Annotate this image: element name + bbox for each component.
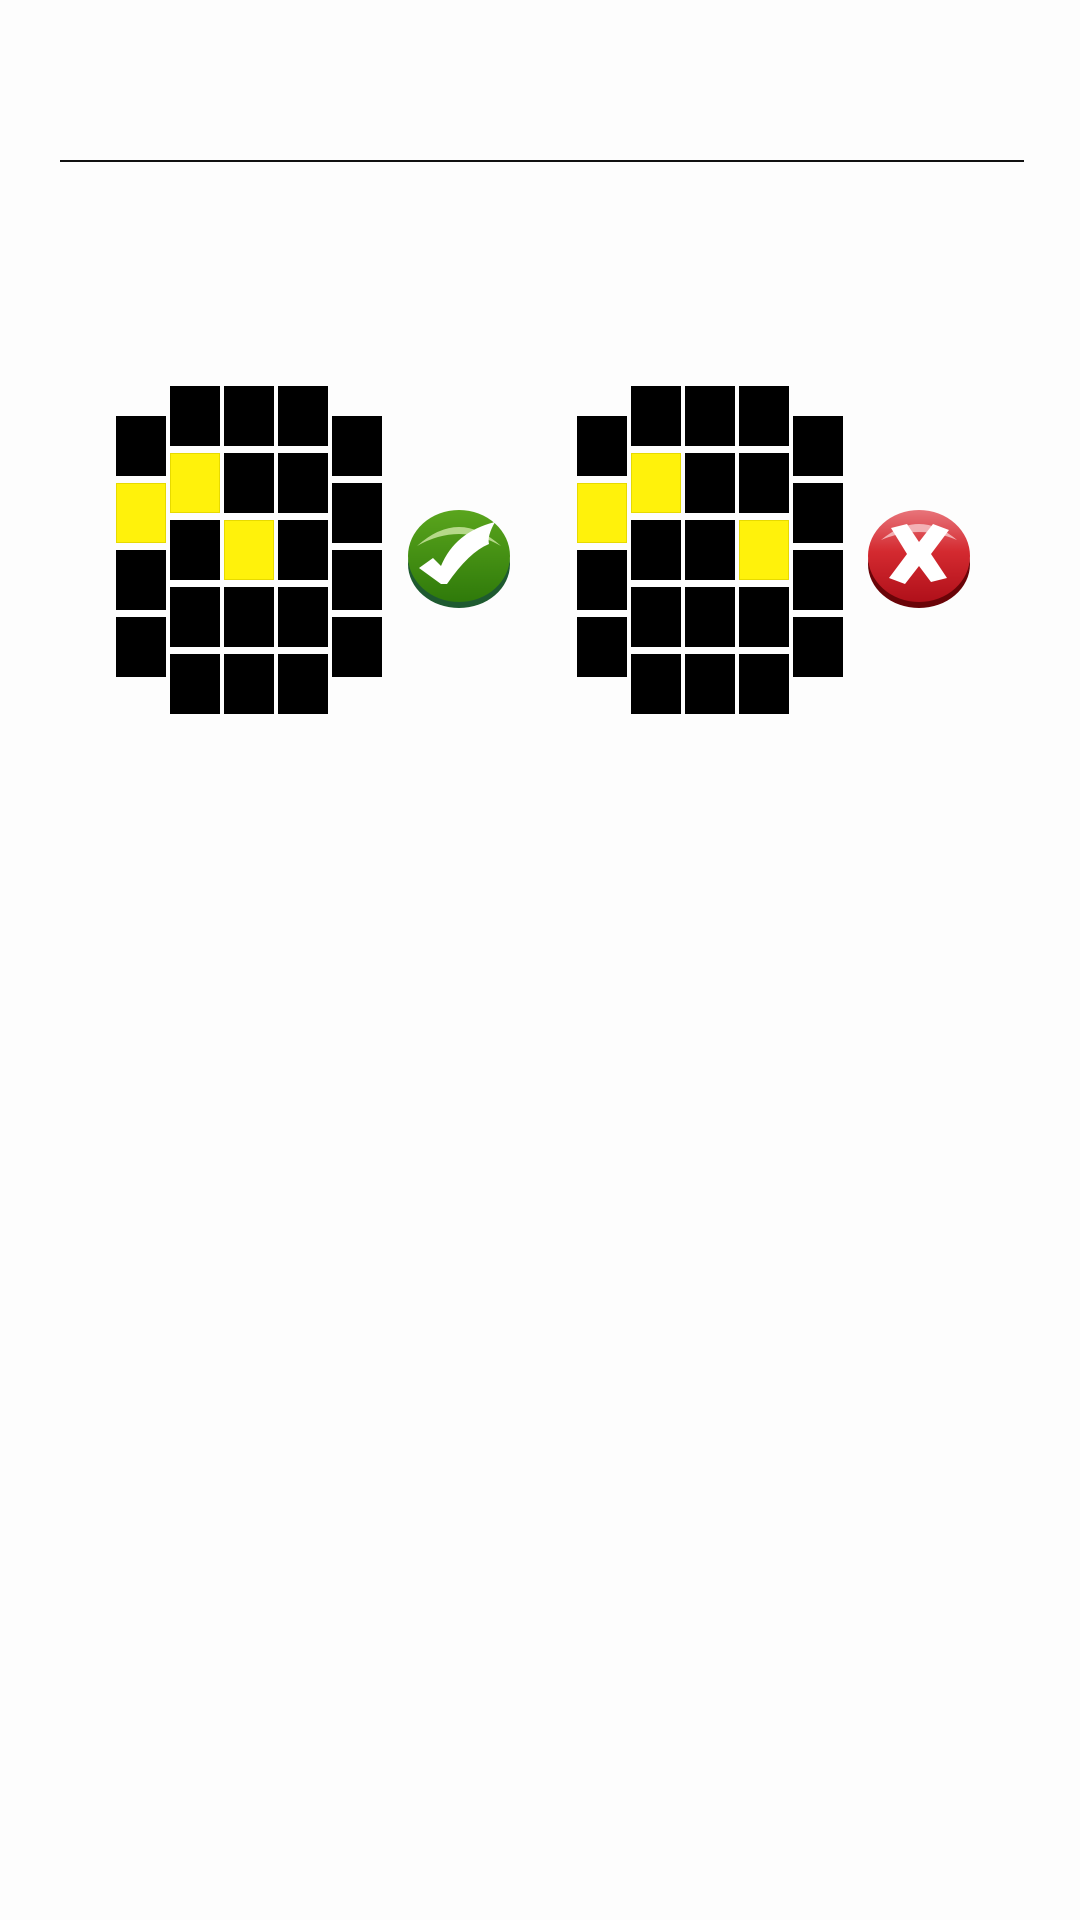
grid-cell [278, 587, 328, 647]
grid-cell [631, 654, 681, 714]
grid-cell [577, 550, 627, 610]
grid-cell [631, 386, 681, 446]
grid-cell [116, 416, 166, 476]
grid-cell [224, 386, 274, 446]
grid-cell [739, 386, 789, 446]
pattern-grid-wrong [577, 386, 843, 714]
grid-cell [224, 654, 274, 714]
grid-cell [685, 520, 735, 580]
grid-cell [793, 416, 843, 476]
grid-cell [332, 617, 382, 677]
grid-cell [739, 453, 789, 513]
cross-icon [867, 506, 971, 610]
grid-cell [631, 587, 681, 647]
grid-cell-lit [631, 453, 681, 513]
grid-cell-lit [170, 453, 220, 513]
grid-cell [739, 654, 789, 714]
grid-cell [577, 416, 627, 476]
grid-cell [224, 453, 274, 513]
grid-cell [116, 617, 166, 677]
grid-cell [577, 617, 627, 677]
grid-cell [332, 550, 382, 610]
grid-cell [739, 587, 789, 647]
grid-cell [332, 483, 382, 543]
grid-cell [116, 550, 166, 610]
grid-cell [170, 654, 220, 714]
grid-cell [793, 617, 843, 677]
grid-cell [685, 587, 735, 647]
grid-cell [278, 520, 328, 580]
grid-cell-lit [224, 520, 274, 580]
grid-cell-lit [577, 483, 627, 543]
grid-cell [278, 386, 328, 446]
grid-cell [278, 453, 328, 513]
grid-cell-lit [116, 483, 166, 543]
grid-cell [278, 654, 328, 714]
grid-cell [685, 654, 735, 714]
grid-cell [332, 416, 382, 476]
grid-cell [170, 386, 220, 446]
grid-cell [631, 520, 681, 580]
grid-cell [224, 587, 274, 647]
grid-cell [793, 483, 843, 543]
grid-cell [685, 453, 735, 513]
grid-cell [793, 550, 843, 610]
header-divider [60, 160, 1024, 162]
grid-cell [170, 587, 220, 647]
checkmark-icon [407, 506, 511, 610]
grid-cell [170, 520, 220, 580]
grid-cell [685, 386, 735, 446]
grid-cell-lit [739, 520, 789, 580]
pattern-grid-correct [116, 386, 382, 714]
